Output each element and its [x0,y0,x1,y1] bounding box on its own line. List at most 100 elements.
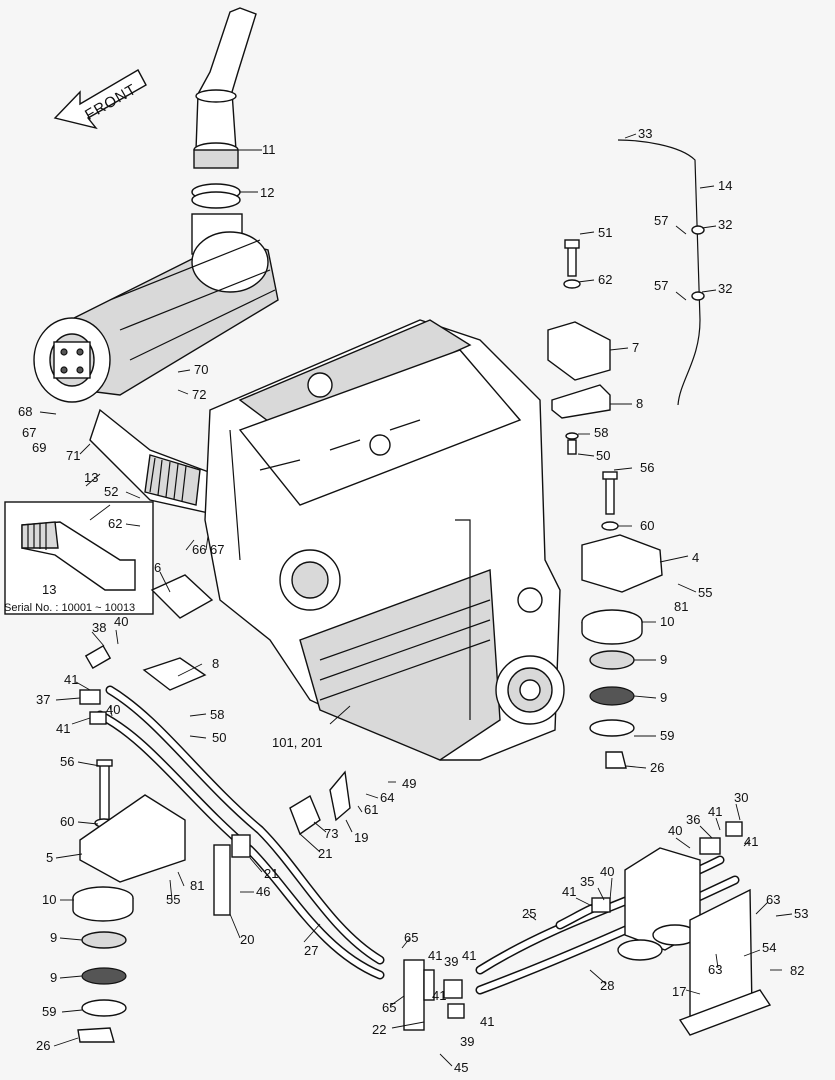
callout-70: 70 [194,362,208,377]
callout-41: 41 [432,988,446,1003]
fuel-line-tube [617,139,705,406]
callout-55: 55 [698,585,712,600]
callout-40: 40 [114,614,128,629]
callout-50: 50 [212,730,226,745]
callout-12: 12 [260,185,274,200]
callout-40: 40 [668,823,682,838]
callout-81: 81 [190,878,204,893]
callout-41: 41 [708,804,722,819]
callout-21: 21 [318,846,332,861]
callout-33: 33 [638,126,652,141]
callout-40: 40 [106,702,120,717]
callout-67: 67 [22,425,36,440]
callout-58: 58 [210,707,224,722]
callout-17: 17 [672,984,686,999]
engine-block [204,319,565,761]
callout-82: 82 [790,963,804,978]
hose-fittings [79,644,743,1019]
callout-8: 8 [212,656,219,671]
callout-50: 50 [596,448,610,463]
callout-69: 69 [32,440,46,455]
callout-7: 7 [632,340,639,355]
inset-serial-box: Serial No. : 10001 ~ 10013 [4,501,154,615]
callout-32: 32 [718,217,732,232]
callout-58: 58 [594,425,608,440]
callout-46: 46 [256,884,270,899]
callout-49: 49 [402,776,416,791]
callout-57: 57 [654,278,668,293]
callout-63: 63 [708,962,722,977]
callout-13: 13 [84,470,98,485]
callout-41: 41 [744,834,758,849]
callout-21: 21 [264,866,278,881]
callout-38: 38 [92,620,106,635]
callout-71: 71 [66,448,80,463]
callout-41: 41 [56,721,70,736]
callout-37: 37 [36,692,50,707]
callout-30: 30 [734,790,748,805]
callout-68: 68 [18,404,32,419]
right-engine-mount-stack [547,239,663,769]
exhaust-pipe-assembly [191,7,257,255]
callout-64: 64 [380,790,394,805]
callout-59: 59 [660,728,674,743]
callout-8: 8 [636,396,643,411]
front-direction-arrow: FRONT [53,69,147,130]
callout-56: 56 [60,754,74,769]
callout-101-201: 101, 201 [272,735,323,750]
callout-54: 54 [762,940,776,955]
leader-lines [39,133,793,1067]
callout-56: 56 [640,460,654,475]
callout-57: 57 [654,213,668,228]
muffler-dpf-assembly [33,231,279,403]
callout-39: 39 [444,954,458,969]
callout-9: 9 [660,652,667,667]
callout-41: 41 [462,948,476,963]
left-engine-mount-stack [72,759,186,1043]
front-mount-parts [142,574,214,691]
callout-36: 36 [686,812,700,827]
exhaust-flex-hose [89,408,241,521]
callout-13: 13 [42,582,56,597]
callout-65: 65 [382,1000,396,1015]
callout-27: 27 [304,943,318,958]
callout-35: 35 [580,874,594,889]
callout-60: 60 [640,518,654,533]
callout-62: 62 [598,272,612,287]
callout-10: 10 [42,892,56,907]
callout-59: 59 [42,1004,56,1019]
callout-73: 73 [324,826,338,841]
callout-26: 26 [36,1038,50,1053]
callout-19: 19 [354,830,368,845]
callout-61: 61 [364,802,378,817]
callout-55: 55 [166,892,180,907]
callout-60: 60 [60,814,74,829]
callout-52: 52 [104,484,118,499]
bracket-parts [213,770,435,1031]
callout-72: 72 [192,387,206,402]
callout-41: 41 [562,884,576,899]
callout-6: 6 [154,560,161,575]
callout-39: 39 [460,1034,474,1049]
callout-41: 41 [428,948,442,963]
callout-65: 65 [404,930,418,945]
inset-serial-text: Serial No. : 10001 ~ 10013 [4,602,135,614]
callout-53: 53 [794,906,808,921]
callout-51: 51 [598,225,612,240]
callout-9: 9 [50,930,57,945]
callout-41: 41 [64,672,78,687]
callout-26: 26 [650,760,664,775]
callout-4: 4 [692,550,699,565]
callout-25: 25 [522,906,536,921]
callout-labels: 11 12 33 14 57 32 57 32 51 62 7 8 58 50 … [18,126,808,1075]
callout-41: 41 [480,1014,494,1029]
filter-assembly [617,847,772,1036]
callout-9: 9 [660,690,667,705]
callout-10: 10 [660,614,674,629]
callout-67: 67 [210,542,224,557]
callout-14: 14 [718,178,732,193]
callout-63: 63 [766,892,780,907]
callout-45: 45 [454,1060,468,1075]
callout-62: 62 [108,516,122,531]
